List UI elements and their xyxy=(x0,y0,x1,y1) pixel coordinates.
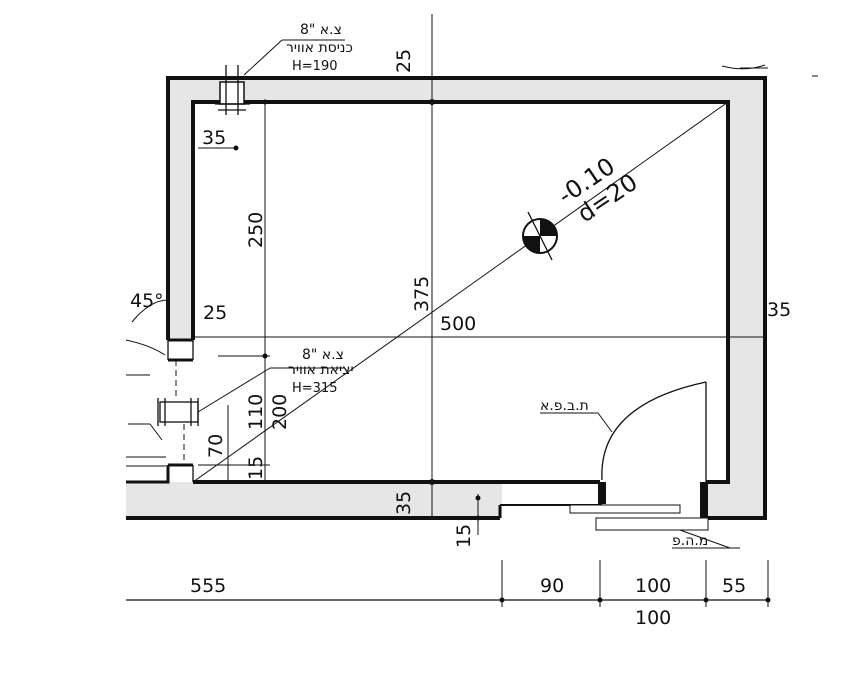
dim-15-left: 15 xyxy=(245,456,267,480)
mid-note-height: H=315 xyxy=(292,381,337,396)
dim-375: 375 xyxy=(411,276,433,312)
dim-top-wall: 25 xyxy=(393,49,415,73)
mid-note-label: יציאת אוויר xyxy=(288,362,354,378)
top-note-size: 8" צ.א xyxy=(300,22,342,38)
air-outlet-fitting xyxy=(126,360,345,467)
door-swing xyxy=(540,381,740,549)
bottom-dim-100b: 100 xyxy=(635,607,671,629)
top-note-label: כניסת אוויר xyxy=(286,40,353,56)
walls xyxy=(126,76,767,520)
dim-left-35: 35 xyxy=(202,127,226,149)
dim-500: 500 xyxy=(440,313,476,335)
bottom-dim-55: 55 xyxy=(722,575,746,597)
dim-110: 110 xyxy=(245,394,267,430)
door-label: ת.ב.פ.א xyxy=(540,398,589,414)
bottom-dim-555: 555 xyxy=(190,575,226,597)
dim-15-bottom: 15 xyxy=(453,524,475,548)
bottom-dim-90: 90 xyxy=(540,575,564,597)
drain-symbol xyxy=(522,211,558,261)
dim-right-35: 35 xyxy=(767,299,791,321)
bottom-label: מ.ה.פ xyxy=(672,533,708,549)
air-inlet-fitting xyxy=(215,39,345,115)
bottom-dimension-chain xyxy=(126,560,771,607)
dim-left-25: 25 xyxy=(203,302,227,324)
dim-70: 70 xyxy=(205,434,227,458)
dimension-labels: 25 35 250 375 500 25 35 110 200 70 15 35… xyxy=(202,49,791,548)
mid-note-size: 8" צ.א xyxy=(302,347,344,363)
bottom-dim-100a: 100 xyxy=(635,575,671,597)
top-note-height: H=190 xyxy=(292,59,337,74)
dim-200: 200 xyxy=(269,394,291,430)
angle-label: 45° xyxy=(130,290,164,312)
guide-lines xyxy=(192,14,818,520)
angle-arc xyxy=(131,299,169,323)
dim-35-bottom: 35 xyxy=(393,491,415,515)
dim-250: 250 xyxy=(245,212,267,248)
